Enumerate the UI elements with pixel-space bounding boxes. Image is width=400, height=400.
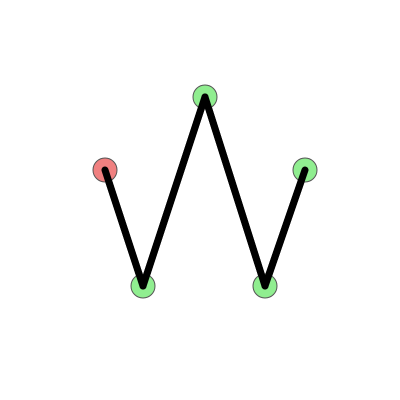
path-edge-n4-n1	[201, 93, 269, 290]
edge-overlay-layer	[101, 93, 309, 290]
path-edge-n1-n5	[139, 93, 209, 290]
path-edge-n3-n4	[261, 166, 309, 290]
path-edge-n5-n2	[101, 166, 147, 290]
